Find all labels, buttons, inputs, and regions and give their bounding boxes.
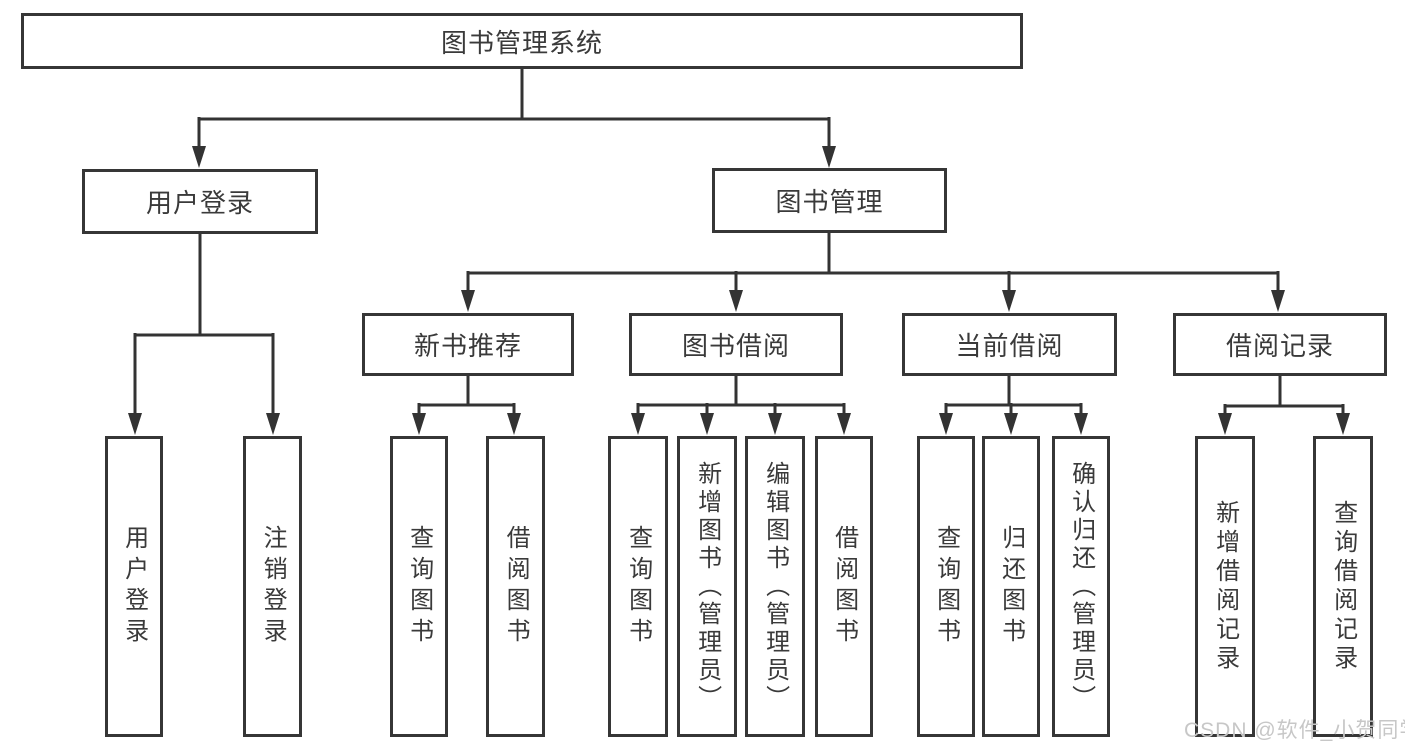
leaf-confirm-return-admin: 确认归还（管理员） <box>1052 436 1110 737</box>
node-label: 当前借阅 <box>955 331 1064 361</box>
leaf-query-books-borrow: 查询图书 <box>608 436 668 737</box>
leaf-query-borrow-record: 查询借阅记录 <box>1313 436 1373 737</box>
node-root-label: 图书管理系统 <box>440 27 603 58</box>
node-book-borrow: 图书借阅 <box>629 313 843 376</box>
leaf-return-books: 归还图书 <box>982 436 1040 737</box>
node-borrow-records: 借阅记录 <box>1173 313 1387 376</box>
leaf-label: 归还图书 <box>997 524 1025 649</box>
leaf-label: 用户登录 <box>120 524 148 649</box>
leaf-label: 借阅图书 <box>830 524 858 649</box>
leaf-query-books-recommend: 查询图书 <box>390 436 448 737</box>
leaf-logout: 注销登录 <box>243 436 302 737</box>
node-new-book-recommend: 新书推荐 <box>362 313 574 376</box>
csdn-watermark: CSDN @软件_小贺同学 <box>1184 719 1405 742</box>
node-label: 新书推荐 <box>413 331 522 361</box>
node-root: 图书管理系统 <box>21 13 1023 69</box>
leaf-query-books-current: 查询图书 <box>917 436 975 737</box>
node-label: 借阅记录 <box>1225 331 1334 361</box>
leaf-label: 查询图书 <box>624 524 652 649</box>
leaf-add-books-admin: 新增图书（管理员） <box>677 436 737 737</box>
leaf-label: 借阅图书 <box>502 524 530 649</box>
leaf-label: 新增图书（管理员） <box>693 460 721 713</box>
leaf-label: 查询图书 <box>932 524 960 649</box>
leaf-add-borrow-record: 新增借阅记录 <box>1195 436 1255 737</box>
leaf-label: 编辑图书（管理员） <box>761 460 789 713</box>
arrowheads <box>128 146 1350 435</box>
node-current-borrow: 当前借阅 <box>902 313 1117 376</box>
leaf-user-login: 用户登录 <box>105 436 163 737</box>
node-book-management: 图书管理 <box>712 168 947 233</box>
leaf-label: 查询借阅记录 <box>1329 499 1357 674</box>
node-label: 图书管理 <box>775 187 884 217</box>
leaf-label: 新增借阅记录 <box>1211 499 1239 674</box>
node-label: 图书借阅 <box>681 331 790 361</box>
leaf-label: 注销登录 <box>259 524 287 649</box>
leaf-borrow-books: 借阅图书 <box>815 436 873 737</box>
leaf-borrow-books-recommend: 借阅图书 <box>486 436 545 737</box>
node-label: 用户登录 <box>145 188 254 218</box>
connector-path <box>133 67 1345 418</box>
leaf-label: 确认归还（管理员） <box>1067 460 1095 713</box>
leaf-label: 查询图书 <box>405 524 433 649</box>
leaf-edit-books-admin: 编辑图书（管理员） <box>745 436 805 737</box>
node-user-login-group: 用户登录 <box>82 169 318 234</box>
